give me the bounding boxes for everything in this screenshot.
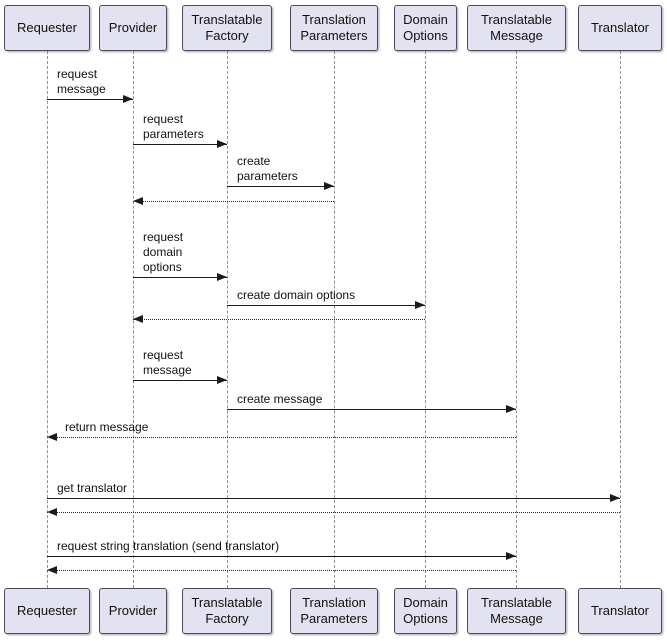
arrowhead-6 [133,315,143,323]
message-label-get-translator: get translator [57,481,128,495]
arrowhead-7 [217,376,227,384]
message-line-0 [47,99,133,100]
message-line-11 [47,512,620,513]
participant-bottom-translatable-factory: Translatable Factory [182,588,272,634]
message-line-3 [133,201,334,202]
message-line-1 [133,144,227,145]
message-line-10 [47,498,620,499]
message-line-6 [133,319,425,320]
arrowhead-4 [217,273,227,281]
message-label-request-string-translation-send-translat: request string translation (send transla… [57,539,280,553]
arrowhead-8 [506,405,516,413]
arrowhead-9 [47,433,57,441]
arrowhead-2 [324,182,334,190]
participant-bottom-requester: Requester [4,588,90,634]
message-label-create-message: create message [237,392,323,406]
arrowhead-10 [610,494,620,502]
message-label-create-parameters: create parameters [237,154,298,183]
participant-top-requester: Requester [4,5,90,51]
participant-top-translator: Translator [578,5,662,51]
arrowhead-3 [133,197,143,205]
participant-top-translatable-factory: Translatable Factory [182,5,272,51]
participant-top-translation-parameters: Translation Parameters [290,5,378,51]
lifeline-domain-options [425,51,426,588]
arrowhead-13 [47,566,57,574]
message-label-return-message: return message [65,420,149,434]
participant-top-provider: Provider [99,5,167,51]
participant-bottom-translator: Translator [578,588,662,634]
participant-top-translatable-message: Translatable Message [467,5,566,51]
lifeline-requester [47,51,48,588]
message-line-2 [227,186,334,187]
message-line-13 [47,570,516,571]
message-line-5 [227,305,425,306]
arrowhead-12 [506,552,516,560]
message-label-request-parameters: request parameters [143,112,204,141]
message-line-9 [47,437,516,438]
message-label-create-domain-options: create domain options [237,288,356,302]
message-line-12 [47,556,516,557]
message-line-4 [133,277,227,278]
participant-bottom-provider: Provider [99,588,167,634]
participant-bottom-domain-options: Domain Options [394,588,457,634]
participant-bottom-translatable-message: Translatable Message [467,588,566,634]
message-label-request-message: request message [57,67,106,96]
participant-bottom-translation-parameters: Translation Parameters [290,588,378,634]
arrowhead-11 [47,508,57,516]
message-line-7 [133,380,227,381]
arrowhead-1 [217,140,227,148]
lifeline-translator [620,51,621,588]
arrowhead-0 [123,95,133,103]
message-label-request-message: request message [143,348,192,377]
participant-top-domain-options: Domain Options [394,5,457,51]
message-label-request-domain-options: request domain options [143,230,184,274]
message-line-8 [227,409,516,410]
arrowhead-5 [415,301,425,309]
lifeline-translatable-message [516,51,517,588]
